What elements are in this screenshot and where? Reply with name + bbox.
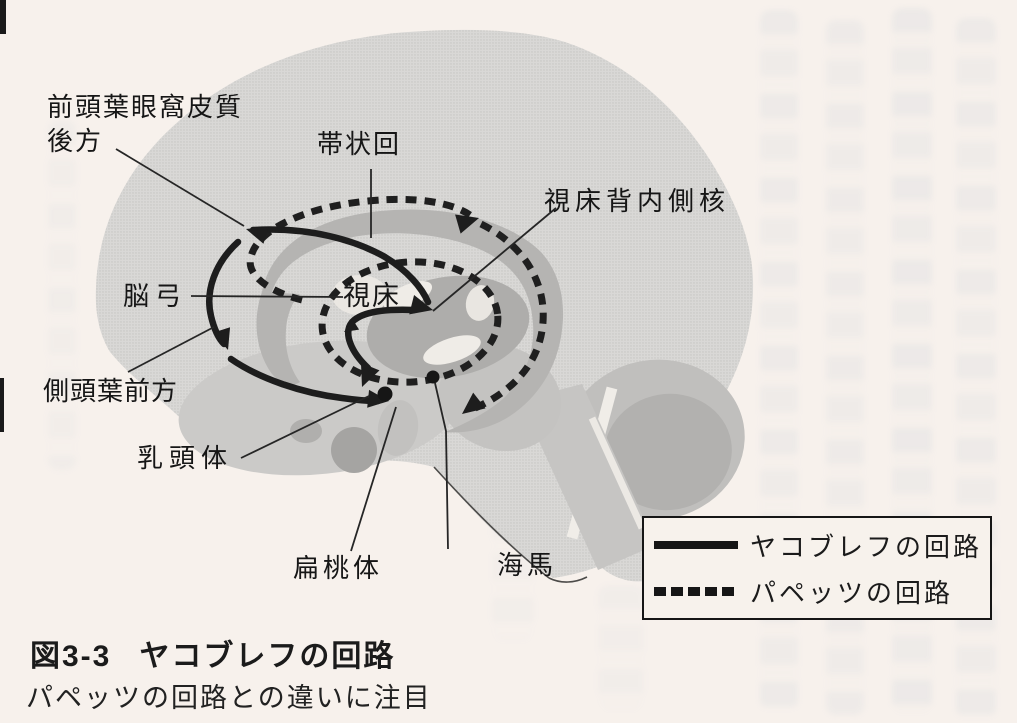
legend-label: パペッツの回路 <box>750 577 954 608</box>
label-mammillary-body: 乳頭体 <box>137 443 234 473</box>
amygdala-shape <box>331 427 377 473</box>
papez-arrowheads <box>360 214 486 414</box>
leader-temporal <box>127 326 215 373</box>
brainstem-shape <box>520 384 656 570</box>
figure-title: ヤコブレフの回路 <box>139 640 396 673</box>
hippocampus-dot <box>426 370 440 384</box>
bleed-through-column <box>48 120 76 470</box>
leader-fornix <box>190 295 344 298</box>
arrowhead-icon <box>367 389 389 408</box>
leader-dorsomedial <box>432 207 557 312</box>
scan-edge-mark <box>0 0 6 34</box>
label-dorsomedial-thalamic-nucleus: 視床背内側核 <box>544 186 731 216</box>
figure-caption: 図3-3 ヤコブレフの回路 <box>30 631 395 675</box>
bleed-through-column <box>598 585 644 710</box>
label-leader-lines <box>115 148 557 552</box>
label-thalamus: 視床 <box>343 281 401 311</box>
figure-number: 図3-3 <box>30 640 112 673</box>
label-hippocampus: 海馬 <box>497 550 558 580</box>
deep-brain-structures <box>178 209 745 570</box>
leader-orbitofrontal <box>115 148 245 227</box>
arrowhead-icon <box>462 392 486 414</box>
papez-outer-loop <box>246 195 472 304</box>
arrowhead-icon <box>212 327 231 350</box>
papez-inner-loop <box>318 258 502 386</box>
arrowhead-icon <box>344 319 360 332</box>
scan-edge-mark <box>0 378 4 432</box>
figure-subtitle: パペッツの回路との違いに注目 <box>26 683 432 713</box>
brainstem-outline <box>433 466 550 579</box>
yakovlev-lower-arc <box>227 355 382 405</box>
label-anterior-temporal-lobe: 側頭葉前方 <box>43 376 179 406</box>
papez-circuit <box>246 195 547 413</box>
mammillary-body-dot <box>377 386 393 402</box>
legend-item-papez: パペッツの回路 <box>654 572 980 610</box>
leader-hippocampus <box>434 382 449 550</box>
legend-label: ヤコブレフの回路 <box>750 531 983 562</box>
label-cingulate-gyrus: 帯状回 <box>317 129 402 159</box>
arrowhead-icon <box>409 294 433 315</box>
leader-amygdala <box>350 406 397 552</box>
legend-box: ヤコブレフの回路 パペッツの回路 <box>642 516 992 620</box>
arrowhead-icon <box>455 214 479 234</box>
dashed-line-swatch <box>654 586 738 596</box>
leader-mammillary <box>240 395 370 459</box>
yakovlev-arrowheads <box>212 226 433 408</box>
yakovlev-orbitofrontal-path <box>249 226 432 306</box>
label-orbitofrontal-cortex: 前頭葉眼窩皮質 <box>47 92 244 122</box>
label-orbitofrontal-posterior: 後方 <box>47 126 104 156</box>
label-fornix: 脳弓 <box>123 281 188 311</box>
solid-line-swatch <box>654 541 738 549</box>
arrowhead-icon <box>246 226 269 244</box>
legend-item-yakovlev: ヤコブレフの回路 <box>654 526 980 564</box>
label-amygdala: 扁桃体 <box>293 553 384 583</box>
